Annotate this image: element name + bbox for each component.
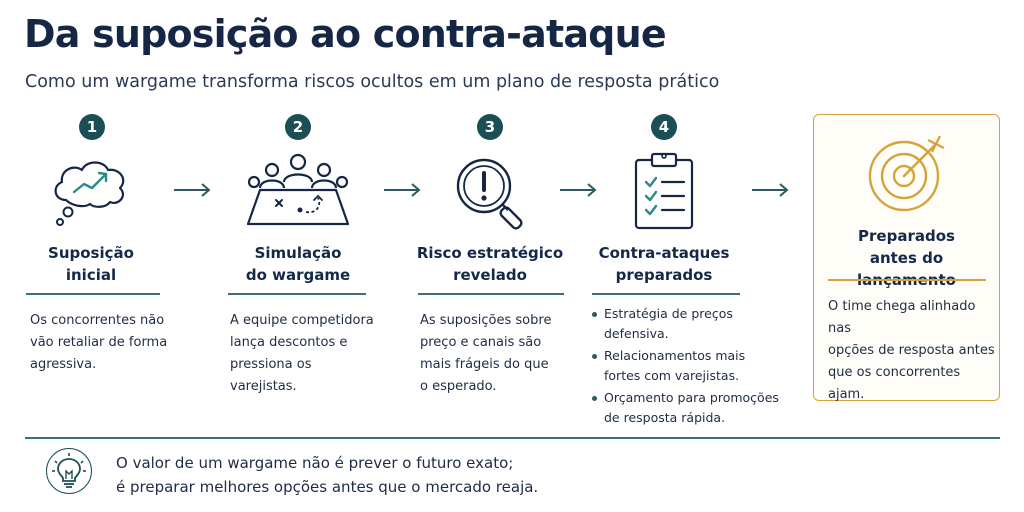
step-3-title: Risco estratégico revelado [416, 244, 564, 284]
step-3-description: As suposições sobre preço e canais são m… [420, 313, 552, 394]
step-4-badge: 4 [651, 114, 677, 140]
step-2-description: A equipe competidora lança descontos e p… [230, 313, 374, 394]
final-description: O time chega alinhado nas opções de resp… [828, 299, 995, 402]
arrow-right-icon [174, 183, 211, 197]
step-1-badge: 1 [79, 114, 105, 140]
target-arrow-icon [868, 135, 945, 212]
list-item: Relacionamentos mais fortes com varejist… [592, 346, 788, 386]
checklist-clipboard-icon [634, 152, 694, 230]
divider [26, 293, 160, 295]
lightbulb-badge [46, 448, 92, 494]
step-1-description: Os concorrentes não vão retaliar de form… [30, 313, 168, 372]
arrow-right-icon [560, 183, 597, 197]
page-subtitle: Como um wargame transforma riscos oculto… [25, 72, 720, 92]
step-2-badge: 2 [285, 114, 311, 140]
thought-cloud-trend-icon [54, 161, 125, 226]
footer-divider [25, 437, 1000, 439]
page-title: Da suposição ao contra-ataque [24, 12, 667, 56]
list-item: Orçamento para promoções de resposta ráp… [592, 388, 788, 428]
divider [592, 293, 740, 295]
step-2-title: Simulação do wargame [245, 244, 351, 284]
arrow-right-icon [384, 183, 421, 197]
step-1-title: Suposição inicial [48, 244, 134, 284]
magnifier-alert-icon [456, 158, 523, 230]
step-4-bullet-list: Estratégia de preços defensiva. Relacion… [592, 304, 788, 428]
divider [418, 293, 564, 295]
divider [228, 293, 366, 295]
step-4-title: Contra-ataques preparados [598, 244, 730, 284]
step-3-badge: 3 [477, 114, 503, 140]
arrow-right-icon [752, 183, 789, 197]
final-title: Preparados antes do lançamento [857, 227, 956, 289]
footer-quote: O valor de um wargame não é prever o fut… [116, 454, 539, 496]
list-item: Estratégia de preços defensiva. [592, 304, 788, 344]
lightbulb-icon [52, 453, 86, 488]
strategy-table-team-icon [246, 153, 350, 226]
final-outcome-card [813, 114, 1000, 401]
divider [828, 279, 986, 281]
